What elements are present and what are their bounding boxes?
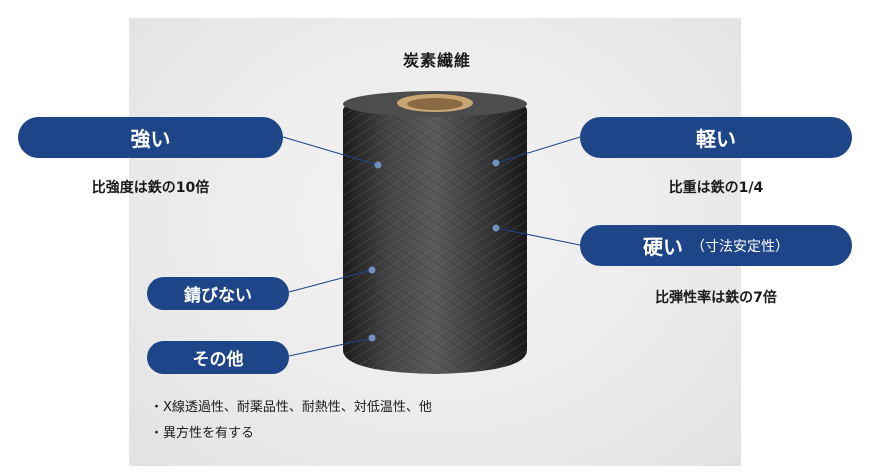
callout-lines: [282, 136, 581, 357]
dot-light: [492, 159, 500, 167]
label-hard-sub: （寸法安定性）: [691, 238, 789, 255]
dot-rust: [368, 266, 376, 274]
list-item: ・異方性を有する: [150, 426, 255, 441]
dot-other: [368, 334, 376, 342]
leader-line-rust: [288, 269, 373, 293]
label-strong: 強い: [130, 127, 171, 151]
label-pill-light: 軽い: [580, 117, 852, 158]
label-other: その他: [192, 350, 244, 370]
spool-body: [343, 93, 527, 374]
label-hard: 硬い: [643, 235, 683, 259]
label-pill-other: その他: [147, 341, 289, 374]
leader-line-other: [288, 337, 373, 357]
callout-dots: [368, 159, 500, 342]
list-item: ・X線透過性、耐薬品性、耐熱性、対低温性、他: [150, 400, 432, 415]
spool-core-hole: [407, 98, 463, 110]
caption-strong: 比強度は鉄の10倍: [91, 180, 210, 196]
leader-line-hard: [495, 227, 581, 246]
label-rust: 錆びない: [184, 286, 252, 306]
caption-light: 比重は鉄の1/4: [668, 180, 764, 196]
leader-line-light: [495, 136, 581, 164]
leader-line-strong: [282, 136, 379, 166]
dot-hard: [492, 224, 500, 232]
label-light: 軽い: [696, 127, 736, 151]
label-pill-rust: 錆びない: [147, 277, 289, 310]
label-pill-strong: 強い: [18, 117, 283, 158]
dot-strong: [374, 161, 382, 169]
caption-hard: 比弾性率は鉄の7倍: [655, 290, 777, 306]
label-pill-hard: 硬い （寸法安定性）: [580, 225, 852, 266]
other-properties-list: ・X線透過性、耐薬品性、耐熱性、対低温性、他 ・異方性を有する: [150, 395, 432, 447]
page-title: 炭素繊維: [402, 51, 471, 70]
